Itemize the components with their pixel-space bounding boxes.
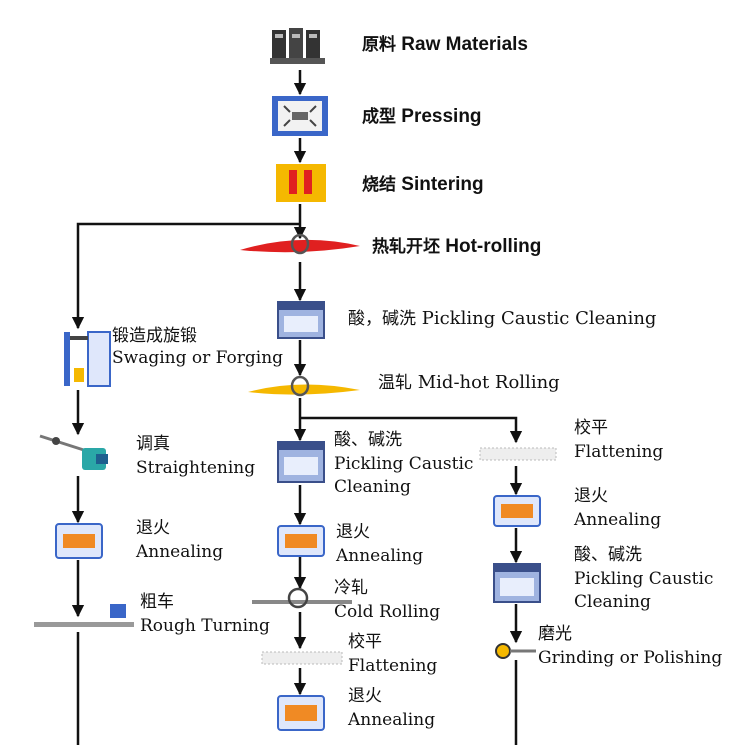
step-pressing: 成型 Pressing (362, 106, 482, 129)
step-en-label: Straightening (136, 458, 256, 479)
step-annealing-right: 退火 Annealing (574, 486, 661, 531)
step-en-label: Swaging or Forging (112, 348, 284, 369)
step-en-label: Annealing (348, 710, 436, 731)
step-en-label: Pickling Caustic (574, 569, 714, 590)
step-en-label: Raw Materials (401, 34, 529, 55)
pickling-tank-icon (277, 441, 325, 483)
branch-left-line (71, 222, 300, 330)
step-pickling-center: 酸、碱洗 Pickling Caustic Cleaning (334, 430, 473, 497)
step-swaging-or-forging: 锻造成旋锻 Swaging or Forging (112, 326, 283, 369)
step-sintering: 烧结 Sintering (362, 174, 484, 197)
step-en-label: Sintering (401, 174, 484, 195)
straightening-machine-icon (39, 434, 108, 470)
step-en-label: Pickling Caustic (334, 454, 474, 475)
step-cn-label: 成型 (362, 107, 396, 127)
step-cn-label: 退火 (336, 522, 370, 542)
annealing-furnace-icon (493, 495, 541, 527)
step-cn-label: 酸、碱洗 (574, 545, 642, 565)
step-cold-rolling: 冷轧 Cold Rolling (334, 578, 440, 623)
step-cn-label: 校平 (574, 418, 608, 438)
furnace-icon (276, 164, 326, 202)
step-en-label: Annealing (136, 542, 224, 563)
rolling-icon (252, 587, 352, 609)
step-en-label: Annealing (574, 510, 662, 531)
step-cn-label: 烧结 (362, 175, 396, 195)
flattening-icon (261, 651, 343, 665)
step-cn-label: 调真 (136, 434, 170, 454)
annealing-furnace-icon (277, 525, 325, 557)
rolling-icon (240, 233, 360, 255)
step-en-label: Pickling Caustic Cleaning (421, 308, 657, 329)
step-rough-turning: 粗车 Rough Turning (140, 592, 270, 637)
step-cn-label: 原料 (362, 35, 396, 55)
pickling-tank-icon (277, 301, 325, 339)
step-cn-label: 粗车 (140, 592, 174, 612)
step-pickling-right: 酸、碱洗 Pickling Caustic Cleaning (574, 545, 713, 612)
step-pickling-caustic-cleaning: 酸，碱洗 Pickling Caustic Cleaning (348, 308, 656, 330)
step-cn-label: 温轧 (378, 373, 412, 393)
step-en-label: Cleaning (574, 591, 651, 612)
annealing-furnace-icon (55, 523, 103, 559)
grinding-wheel-icon (495, 643, 536, 659)
step-annealing-center-2: 退火 Annealing (348, 686, 435, 731)
step-mid-hot-rolling: 温轧 Mid-hot Rolling (378, 372, 560, 394)
step-en-label: Grinding or Polishing (538, 648, 723, 669)
annealing-furnace-icon (277, 695, 325, 731)
step-grinding-or-polishing: 磨光 Grinding or Polishing (538, 624, 722, 669)
step-cn-label: 退火 (348, 686, 382, 706)
step-en-label: Hot-rolling (445, 236, 542, 257)
step-en-label: Cold Rolling (334, 602, 441, 623)
step-cn-label: 酸、碱洗 (334, 430, 402, 450)
step-en-label: Flattening (348, 656, 438, 677)
raw-materials-icon (270, 28, 325, 64)
press-icon (272, 96, 328, 136)
connectors (71, 70, 523, 745)
step-cn-label: 退火 (136, 518, 170, 538)
step-flattening-right: 校平 Flattening (574, 418, 663, 463)
step-en-label: Rough Turning (140, 616, 270, 637)
step-raw-materials: 原料 Raw Materials (362, 34, 528, 57)
step-hot-rolling: 热轧开坯 Hot-rolling (372, 236, 541, 259)
step-cn-label: 酸，碱洗 (348, 309, 416, 329)
step-en-label: Pressing (401, 106, 482, 127)
step-cn-label: 退火 (574, 486, 608, 506)
forging-press-icon (64, 331, 111, 387)
rolling-icon (248, 375, 360, 397)
step-annealing-center: 退火 Annealing (336, 522, 423, 567)
step-cn-label: 锻造成旋锻 (112, 326, 197, 346)
pickling-tank-icon (493, 563, 541, 603)
step-cn-label: 热轧开坯 (372, 237, 440, 257)
step-cn-label: 磨光 (538, 624, 572, 644)
step-en-label: Cleaning (334, 476, 411, 497)
step-cn-label: 校平 (348, 632, 382, 652)
step-en-label: Mid-hot Rolling (417, 372, 560, 393)
flattening-icon (479, 447, 557, 461)
step-annealing-left: 退火 Annealing (136, 518, 223, 563)
step-en-label: Annealing (336, 546, 424, 567)
step-en-label: Flattening (574, 442, 664, 463)
step-cn-label: 冷轧 (334, 578, 368, 598)
step-straightening: 调真 Straightening (136, 434, 255, 479)
lathe-icon (34, 604, 134, 627)
branch-right-line (300, 416, 523, 444)
step-flattening-center: 校平 Flattening (348, 632, 437, 677)
